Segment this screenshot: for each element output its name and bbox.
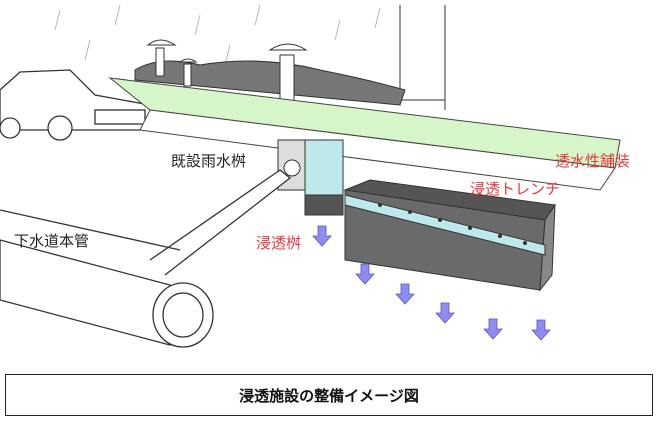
arrow-down-icon bbox=[312, 225, 332, 247]
pedestrians bbox=[146, 39, 308, 104]
building bbox=[399, 5, 446, 110]
arrow-down-icon bbox=[435, 302, 455, 324]
arrow-down-icon bbox=[355, 263, 375, 285]
sewer-pipe bbox=[0, 169, 292, 348]
car bbox=[0, 69, 151, 141]
arrow-down-icon bbox=[483, 318, 503, 340]
arrow-down-icon bbox=[531, 319, 551, 341]
arrow-down-icon bbox=[395, 283, 415, 305]
infiltration-trench bbox=[343, 179, 556, 292]
infiltration-facility-illustration bbox=[0, 4, 621, 348]
label-infiltration-trench: 浸透トレンチ bbox=[470, 180, 561, 198]
infiltration-arrows bbox=[312, 225, 551, 341]
label-existing-inlet: 既設雨水桝 bbox=[171, 152, 247, 170]
label-infiltration-inlet: 浸透桝 bbox=[256, 234, 302, 252]
rain bbox=[54, 4, 381, 66]
label-permeable-pavement: 透水性舗装 bbox=[555, 152, 631, 170]
label-sewer-main: 下水道本管 bbox=[14, 232, 90, 250]
curb bbox=[139, 109, 616, 191]
figure-caption: 浸透施設の整備イメージ図 bbox=[5, 374, 653, 416]
infiltration-inlet bbox=[304, 139, 344, 216]
